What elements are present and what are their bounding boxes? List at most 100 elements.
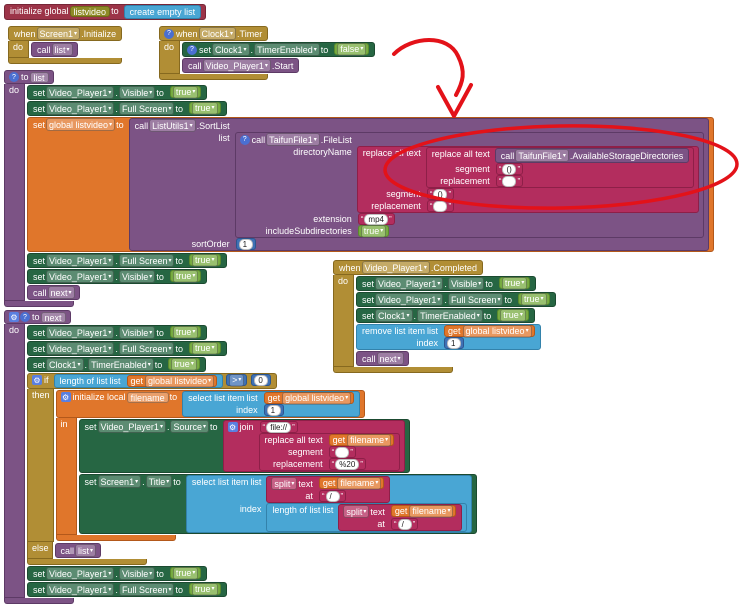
visible-dropdown[interactable]: Visible▾	[118, 567, 156, 580]
string-block[interactable]: “file://”	[259, 421, 298, 433]
logic-value-dropdown[interactable]: true▾	[172, 85, 199, 99]
string-block[interactable]: “()”	[495, 163, 524, 175]
logic-true-block[interactable]: true▾	[189, 101, 221, 115]
number-field[interactable]: 0	[254, 374, 269, 386]
filename-dropdown[interactable]: filename▾	[347, 433, 392, 447]
filename-dropdown[interactable]: filename▾	[337, 476, 382, 490]
video-player1-dropdown[interactable]: Video_Player1▾	[361, 261, 430, 274]
mutator-gear-icon[interactable]: ⚙	[32, 375, 42, 385]
string-block[interactable]: “%20”	[328, 458, 366, 470]
video-player1-dropdown[interactable]: Video_Player1▾	[375, 293, 444, 306]
comment-question-icon[interactable]: ?	[187, 44, 197, 55]
string-field[interactable]	[335, 446, 350, 458]
visible-dropdown[interactable]: Visible▾	[118, 326, 156, 339]
video-player1-dropdown[interactable]: Video_Player1▾	[46, 342, 115, 355]
global-listvideo-dropdown[interactable]: global listvideo▾	[145, 374, 215, 388]
string-block[interactable]: “”	[495, 175, 524, 187]
video-player1-dropdown[interactable]: Video_Player1▾	[46, 567, 115, 580]
global-listvideo-dropdown[interactable]: global listvideo▾	[462, 324, 532, 338]
logic-true-block[interactable]: true▾	[498, 276, 531, 290]
compare-block[interactable]: >▾	[226, 373, 248, 387]
logic-true-block[interactable]: true▾	[189, 582, 221, 596]
clock1-dropdown[interactable]: Clock1▾	[375, 309, 413, 322]
string-field[interactable]: /	[325, 490, 340, 502]
string-field[interactable]: %20	[335, 458, 360, 470]
comment-question-icon[interactable]: ?	[20, 312, 30, 322]
logic-value-dropdown[interactable]: true▾	[192, 341, 218, 355]
filename-dropdown[interactable]: filename▾	[409, 504, 454, 518]
video-player1-dropdown[interactable]: Video_Player1▾	[46, 254, 115, 267]
video-player1-dropdown[interactable]: Video_Player1▾	[46, 86, 115, 99]
source-dropdown[interactable]: Source▾	[170, 420, 210, 433]
comment-question-icon[interactable]: ?	[9, 72, 19, 82]
video-player1-dropdown[interactable]: Video_Player1▾	[46, 102, 115, 115]
number-block[interactable]: 1	[444, 337, 465, 349]
logic-true-block[interactable]: true▾	[169, 85, 202, 99]
logic-true-block[interactable]: true▾	[357, 224, 390, 238]
list-dropdown[interactable]: list▾	[51, 43, 73, 56]
video-player1-dropdown[interactable]: Video_Player1▾	[46, 583, 115, 596]
full-screen-dropdown[interactable]: Full Screen▾	[118, 583, 175, 596]
string-block[interactable]: “”	[426, 200, 455, 212]
string-block[interactable]: “/”	[390, 518, 419, 530]
next-dropdown[interactable]: next▾	[376, 352, 404, 365]
split-dropdown[interactable]: split▾	[343, 505, 370, 518]
string-field[interactable]: file://	[266, 421, 292, 433]
title-dropdown[interactable]: Title▾	[145, 475, 173, 488]
taifunfile1-dropdown[interactable]: TaifunFile1▾	[266, 133, 320, 146]
operator-dropdown[interactable]: >▾	[229, 373, 245, 387]
logic-true-block[interactable]: true▾	[518, 292, 550, 306]
string-block[interactable]: “ ”	[328, 446, 356, 458]
string-block[interactable]: “/”	[318, 490, 347, 502]
video-player1-dropdown[interactable]: Video_Player1▾	[375, 277, 444, 290]
number-field[interactable]: 1	[238, 238, 253, 250]
number-block[interactable]: 1	[263, 404, 284, 416]
string-field[interactable]	[502, 175, 517, 187]
logic-value-dropdown[interactable]: true▾	[172, 325, 199, 339]
string-block[interactable]: “mp4”	[357, 213, 395, 225]
full-screen-dropdown[interactable]: Full Screen▾	[447, 293, 504, 306]
logic-value-dropdown[interactable]: true▾	[521, 292, 547, 306]
string-field[interactable]: ()	[433, 188, 448, 200]
visible-dropdown[interactable]: Visible▾	[118, 270, 156, 283]
logic-true-block[interactable]: true▾	[169, 325, 202, 339]
screen1-dropdown[interactable]: Screen1▾	[36, 27, 81, 40]
logic-value-dropdown[interactable]: false▾	[337, 42, 367, 56]
global-listvideo-dropdown[interactable]: global listvideo▾	[46, 118, 116, 131]
string-field[interactable]: mp4	[364, 213, 388, 225]
split-dropdown[interactable]: split▾	[271, 477, 298, 490]
logic-true-block[interactable]: true▾	[169, 269, 202, 283]
number-block[interactable]: 1	[235, 238, 256, 250]
logic-true-block[interactable]: true▾	[168, 357, 200, 371]
logic-value-dropdown[interactable]: true▾	[171, 357, 197, 371]
taifunfile1-dropdown[interactable]: TaifunFile1▾	[515, 149, 569, 162]
create-empty-list-block[interactable]: create empty list	[123, 5, 202, 19]
logic-true-block[interactable]: true▾	[189, 253, 221, 267]
next-dropdown[interactable]: next▾	[47, 286, 75, 299]
